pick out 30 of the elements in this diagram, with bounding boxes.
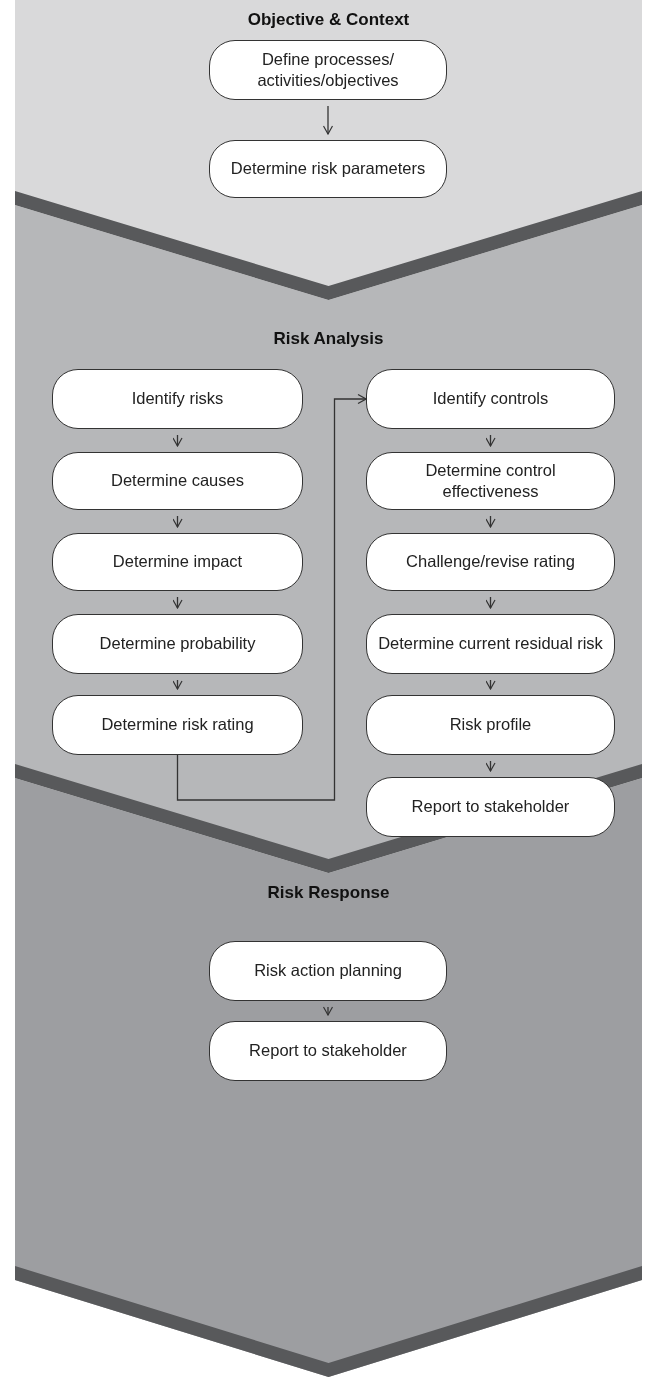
arrow [172, 515, 183, 528]
band-heading: Objective & Context [247, 10, 410, 30]
arrow [485, 434, 496, 447]
process-box: Risk action planning [209, 941, 447, 1001]
process-box: Risk profile [366, 695, 615, 755]
process-box: Determine current residual risk [366, 614, 615, 674]
arrow [322, 105, 334, 135]
arrow [172, 679, 183, 690]
process-box: Report to stakeholder [209, 1021, 447, 1081]
arrow [322, 1006, 334, 1016]
process-box: Determine control effectiveness [366, 452, 615, 510]
arrow [176, 393, 367, 801]
process-box: Identify risks [52, 369, 303, 429]
arrow [172, 434, 183, 447]
arrow [485, 596, 496, 609]
process-box: Determine causes [52, 452, 303, 510]
process-box: Identify controls [366, 369, 615, 429]
arrow [485, 679, 496, 690]
arrow [485, 515, 496, 528]
arrow [172, 596, 183, 609]
process-box: Determine probability [52, 614, 303, 674]
band-heading: Risk Response [267, 883, 390, 903]
process-box: Define processes/ activities/objectives [209, 40, 447, 100]
process-box: Report to stakeholder [366, 777, 615, 837]
process-box: Determine impact [52, 533, 303, 591]
process-box: Determine risk parameters [209, 140, 447, 198]
process-box: Challenge/revise rating [366, 533, 615, 591]
band-heading: Risk Analysis [273, 329, 384, 349]
process-box: Determine risk rating [52, 695, 303, 755]
arrow [485, 760, 496, 772]
